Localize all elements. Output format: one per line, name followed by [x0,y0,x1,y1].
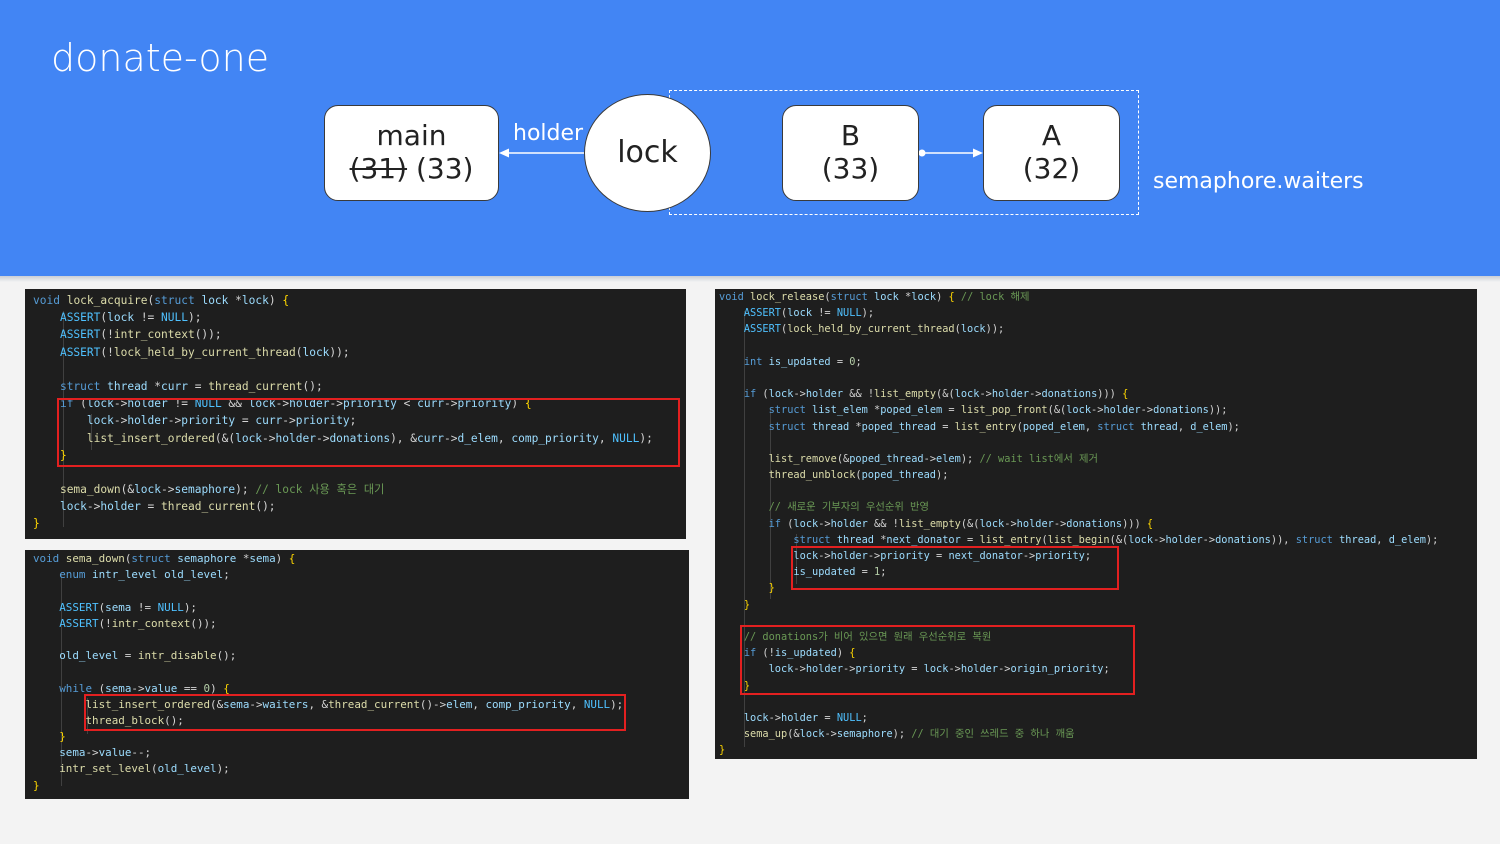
code-line: lock->holder->priority = curr->priority; [86,414,357,428]
main-thread-priority: (31) (33) [325,152,498,185]
holder-label: holder [513,121,584,146]
code-line: is_updated = 1; [793,566,887,579]
semaphore-waiters-label: semaphore.waiters [1153,169,1364,194]
code-line: lock->holder->priority = next_donator->p… [793,550,1092,562]
diagram-arrows [499,148,983,158]
code-line: struct thread *next_donator = list_entry… [793,533,1439,546]
code-line: sema_up(&lock->semaphore); // 대기 중인 쓰레드 … [743,728,1075,741]
code-line: void lock_acquire(struct lock *lock) { [33,294,290,307]
code-line [719,694,1438,710]
code-line: ASSERT(lock != NULL); [743,307,875,320]
indent-guide [796,534,797,584]
code-line: if (!is_updated) { [743,647,856,660]
code-line: // donations가 비어 있으면 원래 우선순위로 복원 [743,630,992,643]
code-line: struct thread *poped_thread = list_entry… [768,420,1240,433]
code-line: ASSERT(!lock_held_by_current_thread(lock… [59,345,350,359]
indent-guide [91,414,92,450]
code-line [33,361,653,378]
code-line [33,664,623,680]
code-line: } [743,679,751,692]
code-line: } [743,598,751,611]
code-line: intr_set_level(old_level); [59,762,230,776]
code-line: // 새로운 기부자의 우선순위 반영 [768,501,929,514]
code-line: old_level = intr_disable(); [59,649,237,663]
highlight-box-donation [57,398,680,467]
code-line: ASSERT(!intr_context()); [59,328,222,342]
code-line: void lock_release(struct lock *lock) { /… [719,291,1030,303]
indent-guide [744,311,745,747]
indent-guide [87,698,88,734]
lock-acquire-code: void lock_acquire(struct lock *lock) { A… [33,292,653,533]
code-line: lock->holder = thread_current(); [59,500,276,514]
code-line: ASSERT(lock_held_by_current_thread(lock)… [743,323,1005,336]
lock-release-code: void lock_release(struct lock *lock) { /… [719,289,1438,758]
thread-a-priority: (32) [1022,152,1081,185]
code-line: sema_down(&lock->semaphore); // lock 사용 … [59,483,385,497]
highlight-box-next-donator [791,546,1119,590]
code-line: struct list_elem *poped_elem = list_pop_… [768,404,1228,417]
holder-arrowhead [499,148,509,158]
code-line [33,583,623,599]
thread-b-priority: (33) [821,152,880,185]
code-line: ASSERT(sema != NULL); [59,600,197,614]
code-line: if (lock->holder && !list_empty(&(lock->… [768,517,1154,530]
code-line: list_remove(&poped_thread->elem); // wai… [768,452,1098,465]
code-line: while (sema->value == 0) { [59,681,230,695]
code-line [33,632,623,648]
title-banner [0,0,1500,276]
code-line: thread_block(); [85,713,184,727]
code-line: struct thread *curr = thread_current(); [59,379,323,393]
thread-b-node: B (33) [782,105,919,201]
main-thread-name: main [376,119,447,152]
highlight-box-waiters-insert [84,694,626,731]
code-line [719,483,1438,499]
page-title: donate-one [51,36,270,80]
code-line: } [33,778,40,792]
code-line: ASSERT(!intr_context()); [59,616,217,630]
code-line: sema->value--; [59,746,152,760]
lock-node: lock [584,94,711,212]
code-line: thread_unblock(poped_thread); [768,469,949,482]
code-line: } [59,730,66,744]
thread-a-node: A (32) [983,105,1120,201]
sema-down-code-panel: void sema_down(struct semaphore *sema) {… [25,550,689,799]
highlight-box-restore-priority [740,625,1135,695]
code-line: } [719,744,726,757]
lock-release-code-panel: void lock_release(struct lock *lock) { /… [715,289,1477,759]
code-line: list_insert_ordered(&(lock->holder->dona… [86,431,653,445]
sema-down-code: void sema_down(struct semaphore *sema) {… [33,551,623,794]
code-line: lock->holder->priority = lock->holder->o… [768,663,1110,676]
code-line: list_insert_ordered(&sema->waiters, &thr… [85,697,624,711]
thread-b-name: B [840,119,861,152]
code-line [719,338,1438,354]
thread-a-name: A [1041,119,1062,152]
code-line: } [33,517,40,531]
indent-guide [770,409,771,599]
code-line: lock->holder = NULL; [743,711,868,724]
code-line [719,370,1438,386]
main-new-priority: (33) [415,152,474,185]
code-line: void sema_down(struct semaphore *sema) { [33,552,296,565]
code-line: } [768,582,775,595]
indent-guide [61,572,62,786]
lock-acquire-code-panel: void lock_acquire(struct lock *lock) { A… [25,289,686,539]
code-line: if (lock->holder && !list_empty(&(lock->… [743,388,1129,401]
code-line: enum intr_level old_level; [59,568,230,582]
banner-shadow [0,276,1500,282]
main-old-priority: (31) [349,152,408,185]
code-line: ASSERT(lock != NULL); [59,311,202,325]
waiter-link-arrowhead [973,148,983,158]
code-line: if (lock->holder != NULL && lock->holder… [59,397,532,411]
code-line [719,435,1438,451]
code-line: } [59,448,67,462]
main-thread-node: main (31) (33) [324,105,499,201]
code-line: int is_updated = 0; [743,355,862,368]
indent-guide [63,311,64,527]
lock-node-label: lock [617,135,678,170]
